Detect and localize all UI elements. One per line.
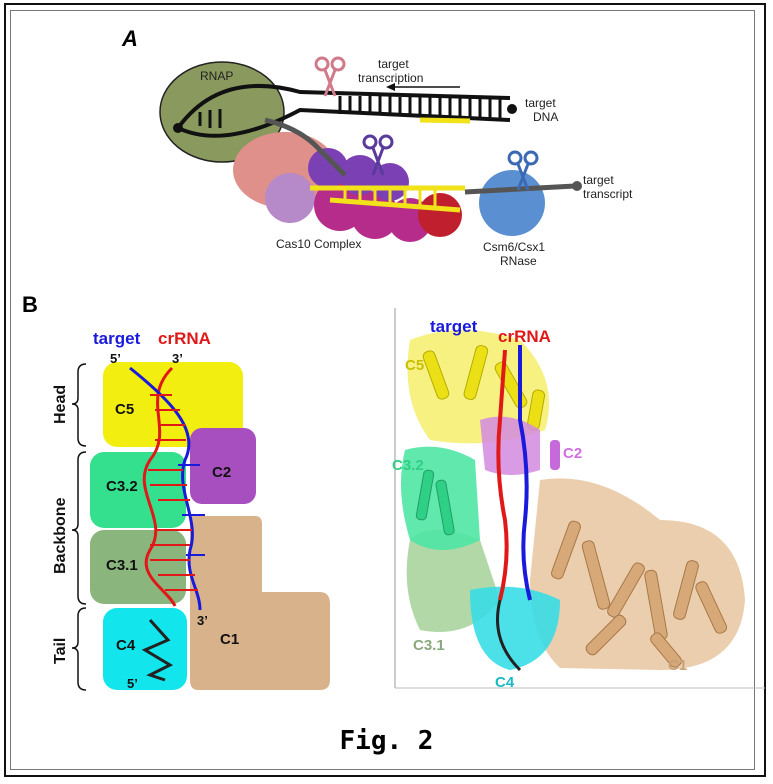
dna-end-left bbox=[173, 123, 183, 133]
rnap-label: RNAP bbox=[200, 69, 233, 83]
target-dna-label-1: target bbox=[525, 96, 556, 110]
panel-b-schematic: target crRNA 5’ 3’ 3’ 5’ C5 C2 C3.2 C3.1… bbox=[52, 329, 330, 691]
target-label-structure: target bbox=[430, 317, 478, 336]
cas10-lilac-subunit bbox=[265, 173, 315, 223]
c1-label-schematic: C1 bbox=[220, 631, 239, 648]
cas10-purple-subunit-1 bbox=[308, 148, 348, 188]
c2-block bbox=[190, 428, 256, 504]
crrna-label-schematic: crRNA bbox=[158, 329, 211, 348]
backbone-region-label: Backbone bbox=[52, 497, 69, 574]
five-prime-top: 5’ bbox=[110, 351, 121, 366]
c1-helices bbox=[551, 520, 728, 668]
target-transcript-label-2: transcript bbox=[583, 187, 633, 201]
target-transcript-strand bbox=[464, 183, 576, 195]
csm6-label-2: RNase bbox=[500, 254, 537, 268]
crrna-rungs bbox=[343, 188, 437, 208]
figure-frame bbox=[4, 3, 766, 777]
tail-brace bbox=[71, 607, 87, 691]
cas10-red-subunit bbox=[418, 193, 462, 237]
nascent-rna bbox=[264, 117, 347, 177]
three-prime-bottom: 3’ bbox=[197, 613, 208, 628]
crrna-structure-strand bbox=[496, 349, 509, 601]
panel-a-letter: A bbox=[122, 26, 138, 51]
five-prime-bottom: 5’ bbox=[127, 676, 138, 691]
head-brace bbox=[71, 363, 87, 447]
c3-1-label-structure: C3.1 bbox=[413, 637, 445, 654]
crrna-strand-schematic bbox=[142, 366, 177, 607]
crrna-rungs-schematic bbox=[148, 394, 198, 591]
c3-2-helices bbox=[415, 469, 455, 536]
target-region-highlight bbox=[419, 117, 471, 124]
figure-caption: Fig. 2 bbox=[339, 726, 434, 756]
csm6-blob bbox=[479, 170, 545, 236]
panel-b-structure: target crRNA C5 C2 C3.2 C3.1 C4 C1 bbox=[392, 308, 765, 691]
panel-a-diagram: RNAP bbox=[159, 56, 633, 268]
figure-inner-border bbox=[10, 10, 755, 770]
c4-structure-strand bbox=[496, 599, 522, 672]
c1-block bbox=[190, 516, 330, 690]
c3-2-label-structure: C3.2 bbox=[392, 457, 424, 474]
c3-2-label-schematic: C3.2 bbox=[106, 478, 138, 495]
transcript-end bbox=[572, 181, 582, 191]
transcription-arrowhead bbox=[386, 83, 395, 91]
target-dna-label-2: DNA bbox=[533, 110, 558, 124]
head-region-label: Head bbox=[52, 385, 69, 424]
c3-1-block bbox=[90, 530, 186, 604]
target-rungs-schematic bbox=[178, 464, 205, 556]
scissors-icon-blue bbox=[507, 150, 539, 191]
target-label-schematic: target bbox=[93, 329, 141, 348]
crrna-strand-2 bbox=[329, 197, 461, 213]
crrna-label-structure: crRNA bbox=[498, 327, 551, 346]
target-transcription-label-2: transcription bbox=[358, 71, 423, 85]
panel-b-letter: B bbox=[22, 292, 38, 317]
target-transcript-label-1: target bbox=[583, 173, 614, 187]
dna-rungs bbox=[198, 96, 502, 128]
scissors-icon-pink bbox=[314, 56, 346, 97]
c2-label-schematic: C2 bbox=[212, 464, 231, 481]
c5-block bbox=[103, 362, 243, 447]
target-structure-strand bbox=[518, 345, 532, 601]
c4-label-structure: C4 bbox=[495, 674, 515, 691]
target-dna-strands bbox=[176, 84, 511, 138]
c4-rna-strand bbox=[141, 618, 174, 682]
c5-label-structure: C5 bbox=[405, 357, 424, 374]
backbone-brace bbox=[71, 451, 87, 605]
c2-label-structure: C2 bbox=[563, 445, 582, 462]
target-transcription-label-1: target bbox=[378, 57, 409, 71]
dna-end-right bbox=[507, 104, 517, 114]
c4-label-schematic: C4 bbox=[116, 637, 136, 654]
c1-label-structure: C1 bbox=[668, 657, 687, 674]
tail-region-label: Tail bbox=[52, 638, 69, 664]
c3-2-block bbox=[90, 452, 186, 528]
csm6-label-1: Csm6/Csx1 bbox=[483, 240, 545, 254]
cas10-purple-subunit-2 bbox=[340, 155, 380, 195]
three-prime-top: 3’ bbox=[172, 351, 183, 366]
c2-helix bbox=[550, 440, 560, 470]
c2-domain bbox=[480, 416, 540, 475]
scissors-icon-purple bbox=[362, 134, 394, 176]
c3-1-label-schematic: C3.1 bbox=[106, 557, 138, 574]
c5-label-schematic: C5 bbox=[115, 401, 134, 418]
c4-domain bbox=[470, 586, 560, 670]
cas10-complex-label: Cas10 Complex bbox=[276, 237, 361, 251]
